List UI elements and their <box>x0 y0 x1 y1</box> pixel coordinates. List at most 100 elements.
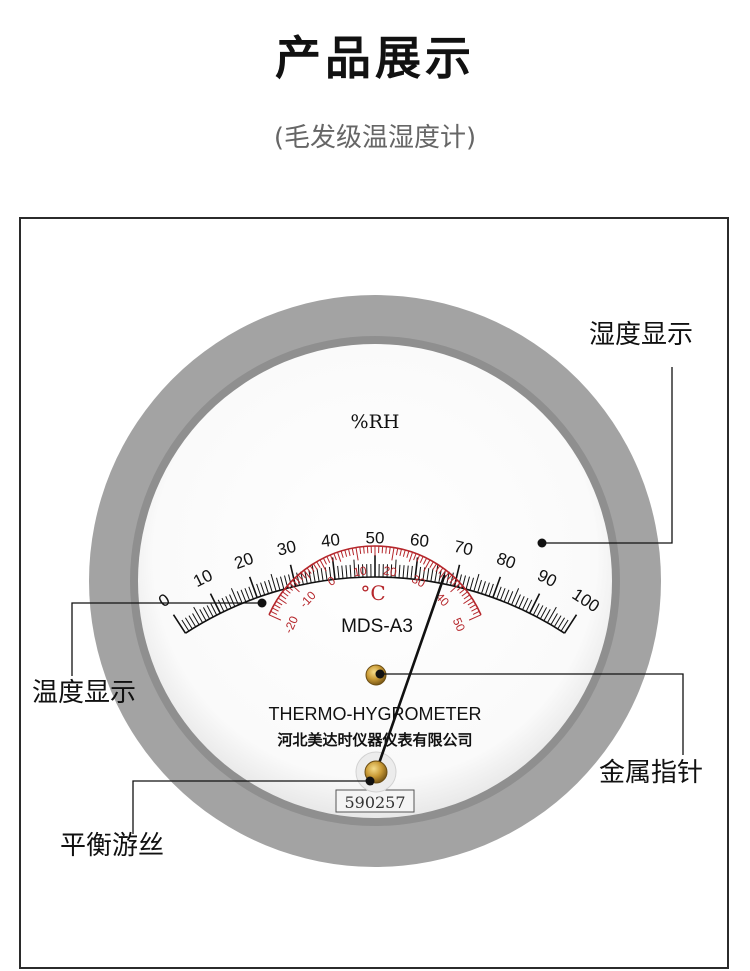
humidity-tick <box>193 606 204 623</box>
humidity-tick <box>184 617 193 630</box>
temperature-tick <box>446 574 453 581</box>
temperature-tick <box>391 547 395 561</box>
temperature-tick <box>413 553 417 561</box>
humidity-pointer-needle <box>370 574 446 786</box>
humidity-tick <box>529 593 541 614</box>
temperature-tick <box>359 546 362 555</box>
humidity-tick-label: 70 <box>452 537 475 560</box>
temperature-tick <box>316 561 321 569</box>
temperature-tick <box>363 546 365 554</box>
temperature-tick <box>449 577 456 584</box>
temperature-tick <box>395 548 399 556</box>
temperature-tick <box>297 574 304 581</box>
manufacturer-label: 河北美达时仪器仪表有限公司 <box>277 731 472 749</box>
humidity-tick <box>473 573 480 592</box>
humidity-tick <box>430 568 434 582</box>
humidity-tick <box>410 565 413 579</box>
temperature-tick <box>456 585 463 591</box>
humidity-tick <box>536 605 544 618</box>
humidity-tick <box>300 571 304 585</box>
temperature-tick <box>472 610 480 615</box>
humidity-tick <box>499 588 506 601</box>
temperature-tick <box>300 572 306 579</box>
temperature-tick <box>277 597 287 605</box>
temperature-tick <box>355 547 359 561</box>
humidity-tick <box>390 564 393 578</box>
temperature-tick <box>471 607 478 612</box>
temperature-tick <box>289 582 300 593</box>
temperature-tick <box>306 567 312 574</box>
humidity-tick <box>518 596 525 609</box>
humidity-tick <box>469 577 475 591</box>
humidity-tick <box>539 607 548 620</box>
temperature-tick <box>385 546 387 554</box>
product-name-label: THERMO-HYGROMETER <box>269 704 482 724</box>
humidity-tick <box>553 615 562 628</box>
temperature-tick <box>337 552 342 562</box>
temperature-tick <box>419 556 424 564</box>
temperature-tick <box>463 594 470 600</box>
humidity-tick <box>550 613 558 625</box>
temperature-tick <box>439 569 447 579</box>
temperature-tick <box>429 561 434 569</box>
humidity-tick <box>418 566 422 580</box>
humidity-tick <box>543 609 551 621</box>
temperature-tick <box>303 569 311 579</box>
humidity-tick-label: 40 <box>320 530 341 551</box>
humidity-tick <box>268 579 273 593</box>
humidity-tick-label: 50 <box>366 528 385 547</box>
humidity-tick <box>270 573 277 592</box>
model-label: MDS-A3 <box>341 616 413 637</box>
humidity-unit-label: %RH <box>351 411 400 433</box>
humidity-tick <box>202 607 211 620</box>
humidity-tick <box>438 570 442 583</box>
temperature-tick-label: -20 <box>281 614 301 636</box>
temperature-tick <box>450 582 461 593</box>
temperature-tick <box>459 588 466 594</box>
page-subtitle: (毛发级温湿度计) <box>273 123 477 153</box>
product-frame <box>19 217 729 969</box>
humidity-tick <box>230 588 239 606</box>
humidity-tick <box>426 567 430 581</box>
humidity-tick-label: 60 <box>409 530 430 551</box>
temperature-tick <box>423 557 428 565</box>
humidity-tick <box>248 586 254 600</box>
callout-line-spring <box>132 780 370 834</box>
humidity-tick <box>308 570 312 583</box>
humidity-tick <box>477 579 482 593</box>
humidity-tick <box>304 570 308 584</box>
temperature-tick <box>416 554 421 562</box>
temperature-tick <box>275 600 283 606</box>
humidity-tick <box>337 565 340 579</box>
humidity-tick <box>394 559 397 578</box>
humidity-tick <box>264 581 269 594</box>
temperature-tick <box>340 550 344 558</box>
humidity-tick <box>446 571 450 585</box>
temperature-tick <box>309 565 315 572</box>
humidity-tick <box>229 594 236 607</box>
humidity-tick <box>511 588 520 606</box>
humidity-tick <box>192 613 200 625</box>
humidity-tick <box>311 564 316 583</box>
temperature-tick <box>348 548 351 556</box>
temperature-unit-label: °C <box>360 581 385 605</box>
humidity-tick <box>296 572 300 586</box>
humidity-tick <box>345 565 348 579</box>
temperature-tick <box>329 554 334 562</box>
humidity-tick <box>507 591 514 604</box>
humidity-tick <box>288 574 293 588</box>
humidity-tick <box>357 564 360 578</box>
humidity-tick <box>240 589 247 603</box>
temperature-tick <box>322 557 327 565</box>
humidity-tick <box>465 576 471 590</box>
temperature-tick <box>469 604 477 609</box>
temperature-tick-label: 50 <box>450 616 468 634</box>
humidity-tick <box>496 586 502 600</box>
humidity-tick <box>525 599 533 612</box>
temperature-tick <box>270 610 278 615</box>
humidity-tick <box>481 581 486 594</box>
temperature-tick <box>294 577 301 584</box>
temperature-tick <box>468 614 482 621</box>
